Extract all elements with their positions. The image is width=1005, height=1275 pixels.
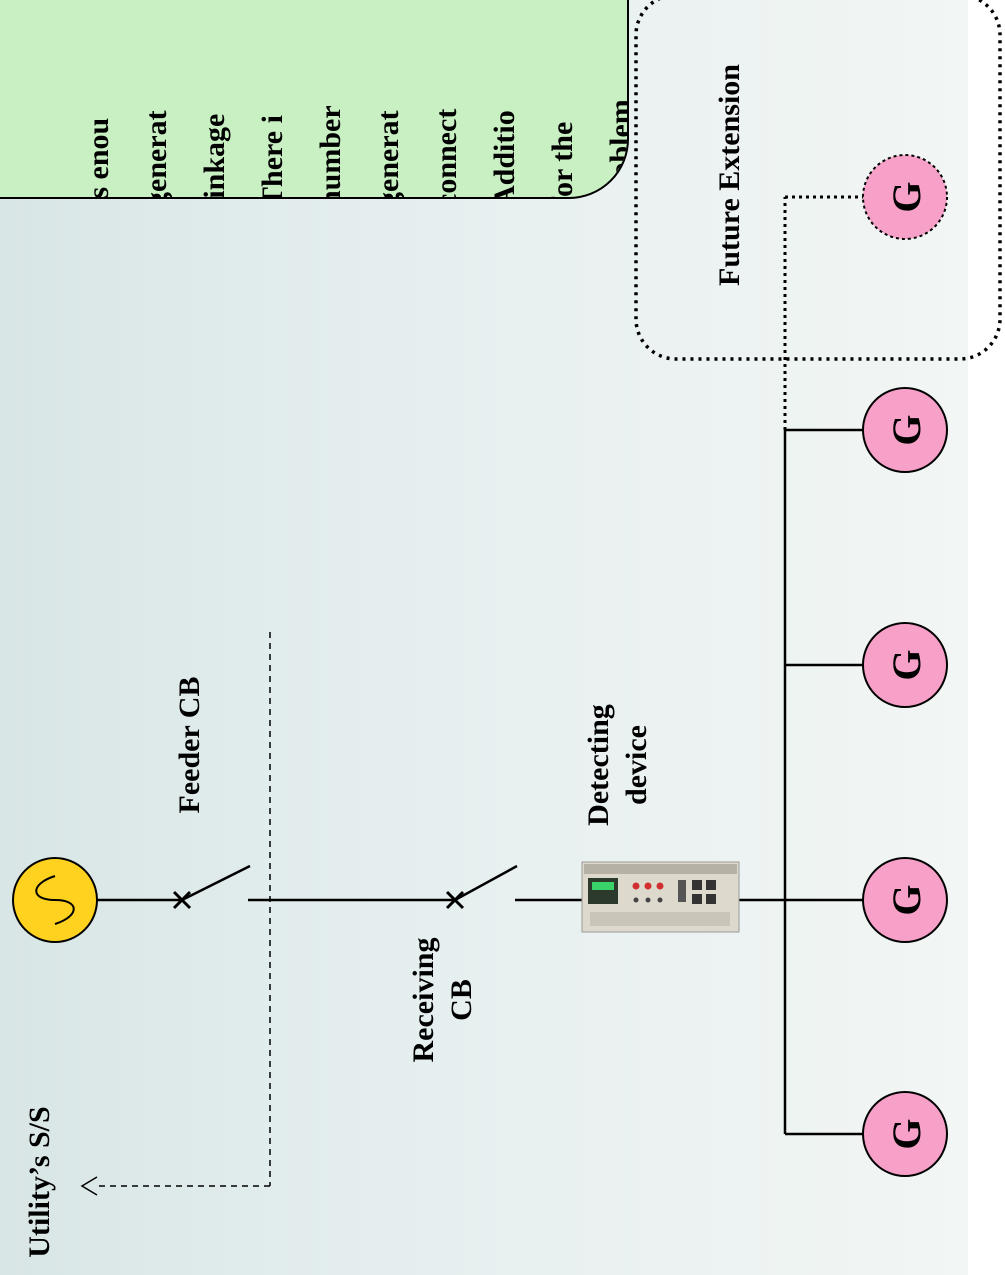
note-line: problem	[604, 99, 629, 199]
generator-label: G	[884, 414, 929, 445]
utility-ss-label: Utility’s S/S	[23, 1106, 56, 1258]
feeder-protection-dashed-line	[95, 632, 271, 1187]
generator-icon: G	[862, 622, 948, 708]
note-line: is enou	[82, 117, 115, 199]
receiving-cb-switch-icon	[445, 864, 518, 910]
note-line: Additio	[488, 110, 521, 199]
note-line: for the	[546, 121, 579, 199]
generator-label: G	[884, 649, 929, 680]
future-connection-dotted-line	[783, 195, 868, 430]
future-extension-label: Future Extension	[713, 64, 746, 286]
sine-wave-icon	[35, 875, 75, 925]
future-generator-icon: G	[862, 154, 948, 240]
note-text: is enou generat linkage There i number g…	[70, 0, 629, 199]
receiving-cb-label: Receiving CB	[407, 937, 478, 1063]
generator-icon: G	[862, 1091, 948, 1177]
feeder-cb-label: Feeder CB	[173, 676, 206, 814]
generator-bus	[783, 428, 864, 1136]
future-extension-box	[634, 0, 1002, 361]
note-line: number	[314, 105, 347, 199]
note-line: connect	[430, 108, 463, 199]
note-line: linkage	[198, 113, 231, 199]
detecting-device-image	[581, 861, 740, 933]
note-line: generat	[140, 110, 173, 199]
note-line: generat	[372, 110, 405, 199]
slide-background	[0, 0, 968, 1275]
generator-icon: G	[862, 387, 948, 473]
note-callout: is enou generat linkage There i number g…	[0, 0, 629, 199]
feeder-cb-switch-icon	[172, 864, 251, 910]
note-line: There i	[256, 115, 289, 199]
generator-icon: G	[862, 857, 948, 943]
generator-label: G	[884, 1118, 929, 1149]
generator-label: G	[884, 181, 929, 212]
detecting-device-label: Detecting device	[582, 704, 653, 826]
generator-label: G	[884, 884, 929, 915]
arrow-icon	[80, 1176, 98, 1196]
